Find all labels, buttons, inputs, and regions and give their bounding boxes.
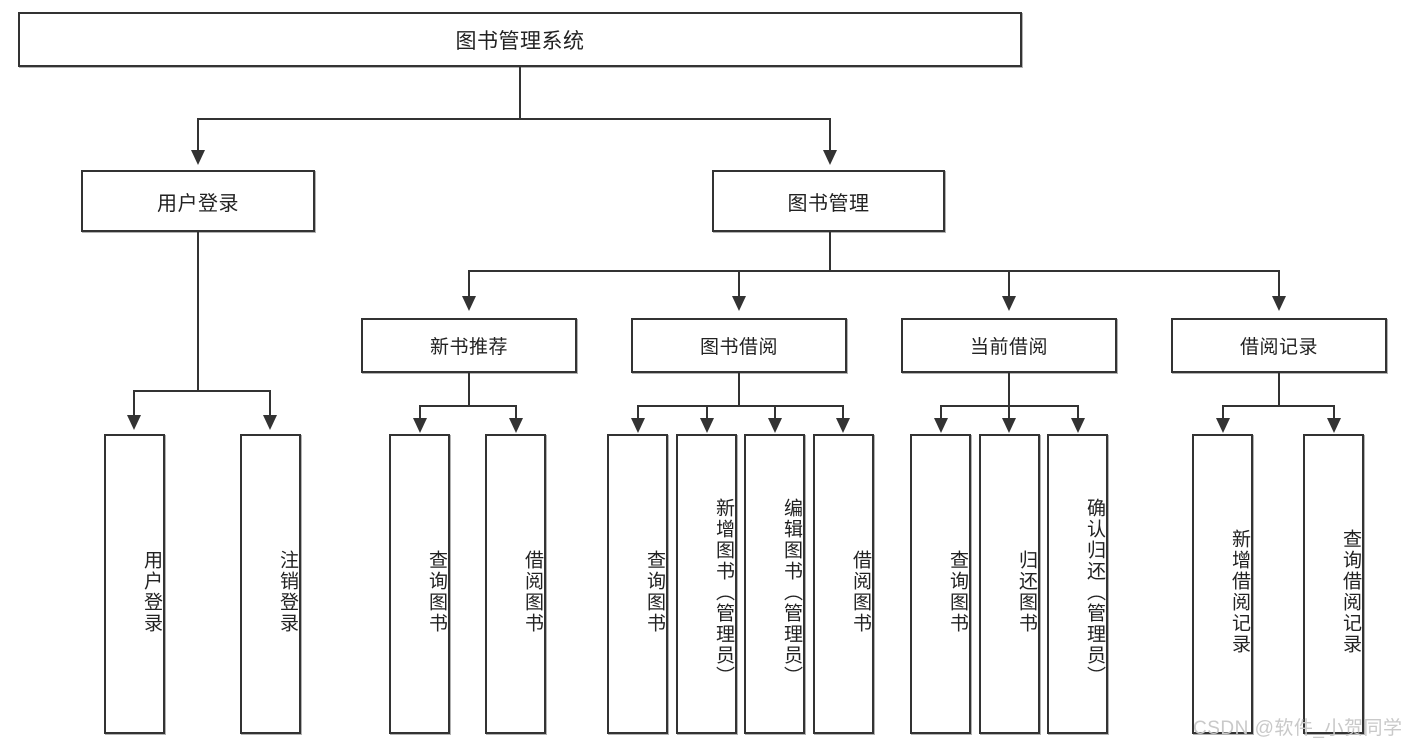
leaf-current-borrow-1[interactable]: 归还图书	[979, 434, 1040, 734]
leaf-label: 用户登录	[141, 550, 162, 634]
arrow-lvl3-0	[462, 296, 476, 311]
arrow-book-borrow-leaf-3	[836, 418, 850, 433]
leaf-book-borrow-2[interactable]: 编辑图书（管理员）	[744, 434, 805, 734]
leaf-label: 查询图书	[426, 550, 447, 634]
edge-borrow-record-to-leaf-1	[1333, 405, 1335, 419]
edge-book-manage-to-lvl3-3	[1278, 270, 1280, 297]
leaf-label: 归还图书	[1016, 550, 1037, 634]
arrow-to-book-manage	[823, 150, 837, 165]
edge-book-manage-to-lvl3-1	[738, 270, 740, 297]
edge-new-book-stem	[468, 373, 470, 407]
edge-current-borrow-stem	[1008, 373, 1010, 407]
leaf-current-borrow-2[interactable]: 确认归还（管理员）	[1047, 434, 1108, 734]
leaf-user-login-1[interactable]: 注销登录	[240, 434, 301, 734]
edge-borrow-record-stem	[1278, 373, 1280, 407]
edge-current-borrow-to-leaf-2	[1077, 405, 1079, 419]
edge-book-manage-to-lvl3-2	[1008, 270, 1010, 297]
edge-book-borrow-to-leaf-0	[637, 405, 639, 419]
watermark-text: CSDN @软件_小贺同学	[1193, 718, 1403, 739]
arrow-lvl3-2	[1002, 296, 1016, 311]
leaf-new-book-1[interactable]: 借阅图书	[485, 434, 546, 734]
arrow-book-borrow-leaf-2	[768, 418, 782, 433]
edge-book-borrow-to-leaf-1	[706, 405, 708, 419]
node-root-system[interactable]: 图书管理系统	[18, 12, 1022, 67]
arrow-book-borrow-leaf-1	[700, 418, 714, 433]
arrow-borrow-record-leaf-0	[1216, 418, 1230, 433]
edge-book-borrow-to-leaf-3	[842, 405, 844, 419]
edge-user-login-to-leaf-1	[269, 390, 271, 416]
edge-new-book-to-leaf-1	[515, 405, 517, 419]
edge-borrow-record-bus	[1222, 405, 1335, 407]
leaf-label: 查询图书	[644, 550, 665, 634]
edge-book-borrow-stem	[738, 373, 740, 407]
node-new-book-recommend[interactable]: 新书推荐	[361, 318, 577, 373]
edge-root-to-user-login	[197, 118, 199, 151]
leaf-current-borrow-0[interactable]: 查询图书	[910, 434, 971, 734]
edge-borrow-record-to-leaf-0	[1222, 405, 1224, 419]
arrow-borrow-record-leaf-1	[1327, 418, 1341, 433]
node-borrow-record[interactable]: 借阅记录	[1171, 318, 1387, 373]
edge-root-stem	[519, 67, 521, 119]
arrow-book-borrow-leaf-0	[631, 418, 645, 433]
arrow-new-book-leaf-1	[509, 418, 523, 433]
node-label: 当前借阅	[969, 337, 1048, 358]
node-label: 图书管理系统	[455, 29, 585, 53]
edge-current-borrow-to-leaf-0	[940, 405, 942, 419]
leaf-borrow-record-0[interactable]: 新增借阅记录	[1192, 434, 1253, 734]
arrow-lvl3-3	[1272, 296, 1286, 311]
edge-book-manage-stem	[829, 232, 831, 271]
edge-user-login-bus	[133, 390, 271, 392]
node-user-login[interactable]: 用户登录	[81, 170, 315, 232]
arrow-current-borrow-leaf-2	[1071, 418, 1085, 433]
edge-root-bus	[197, 118, 831, 120]
edge-book-borrow-bus	[637, 405, 843, 407]
leaf-new-book-0[interactable]: 查询图书	[389, 434, 450, 734]
edge-new-book-to-leaf-0	[419, 405, 421, 419]
leaf-label: 确认归还（管理员）	[1084, 497, 1105, 687]
leaf-book-borrow-1[interactable]: 新增图书（管理员）	[676, 434, 737, 734]
leaf-label: 借阅图书	[522, 550, 543, 634]
arrow-new-book-leaf-0	[413, 418, 427, 433]
node-book-borrow[interactable]: 图书借阅	[631, 318, 847, 373]
leaf-label: 新增借阅记录	[1229, 529, 1250, 655]
node-label: 新书推荐	[429, 337, 508, 358]
leaf-label: 新增图书（管理员）	[713, 497, 734, 687]
node-current-borrow[interactable]: 当前借阅	[901, 318, 1117, 373]
leaf-book-borrow-0[interactable]: 查询图书	[607, 434, 668, 734]
leaf-label: 查询借阅记录	[1340, 529, 1361, 655]
edge-book-borrow-to-leaf-2	[774, 405, 776, 419]
edge-root-to-book-manage	[829, 118, 831, 151]
leaf-borrow-record-1[interactable]: 查询借阅记录	[1303, 434, 1364, 734]
edge-book-manage-to-lvl3-0	[468, 270, 470, 297]
node-label: 图书管理	[787, 192, 870, 215]
node-label: 借阅记录	[1239, 337, 1318, 358]
leaf-label: 查询图书	[947, 550, 968, 634]
leaf-label: 注销登录	[277, 550, 298, 634]
edge-book-manage-bus	[468, 270, 1280, 272]
leaf-book-borrow-3[interactable]: 借阅图书	[813, 434, 874, 734]
arrow-to-user-login	[191, 150, 205, 165]
leaf-label: 借阅图书	[850, 550, 871, 634]
edge-user-login-to-leaf-0	[133, 390, 135, 416]
arrow-user-login-leaf-1	[263, 415, 277, 430]
leaf-user-login-0[interactable]: 用户登录	[104, 434, 165, 734]
arrow-current-borrow-leaf-1	[1002, 418, 1016, 433]
leaf-label: 编辑图书（管理员）	[781, 497, 802, 687]
node-label: 用户登录	[157, 192, 239, 215]
node-label: 图书借阅	[699, 337, 778, 358]
arrow-lvl3-1	[732, 296, 746, 311]
edge-new-book-bus	[419, 405, 517, 407]
edge-user-login-stem	[197, 232, 199, 392]
node-book-management[interactable]: 图书管理	[712, 170, 945, 232]
arrow-current-borrow-leaf-0	[934, 418, 948, 433]
arrow-user-login-leaf-0	[127, 415, 141, 430]
edge-current-borrow-to-leaf-1	[1008, 405, 1010, 419]
